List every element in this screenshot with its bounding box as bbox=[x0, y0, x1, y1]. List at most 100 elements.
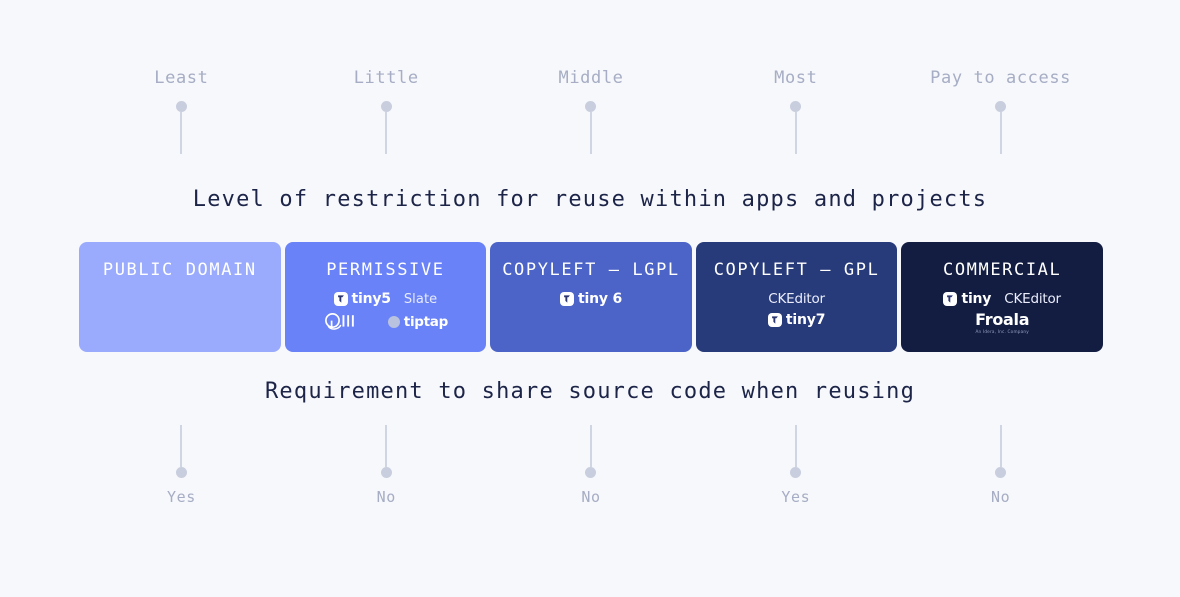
tiny-logo-icon bbox=[943, 292, 958, 306]
bottom-scale-cell: Yes bbox=[79, 425, 284, 506]
license-box[interactable]: COPYLEFT — LGPL tiny 6 bbox=[490, 242, 692, 352]
pin-stem-icon bbox=[589, 425, 592, 467]
top-scale-label: Most bbox=[774, 68, 818, 88]
license-box-title: COMMERCIAL bbox=[942, 260, 1062, 280]
tiptap-dot-icon bbox=[387, 315, 400, 328]
pin-stem-icon bbox=[180, 112, 183, 154]
product-logo[interactable]: tiny bbox=[943, 291, 991, 307]
top-scale-label: Pay to access bbox=[930, 68, 1072, 88]
tiny-logo-icon bbox=[767, 313, 782, 327]
bottom-scale-row: Yes No No Yes No bbox=[79, 425, 1103, 506]
bottom-scale-cell: Yes bbox=[693, 425, 898, 506]
top-scale-cell: Little bbox=[284, 68, 489, 154]
pin-dot-icon bbox=[585, 101, 597, 112]
bottom-scale-label: No bbox=[376, 488, 396, 506]
scale-pin-icon bbox=[790, 425, 802, 478]
product-logo[interactable]: tiny7 bbox=[767, 312, 826, 328]
license-box[interactable]: PERMISSIVE tiny5 SlateQuill tiptap bbox=[284, 242, 487, 352]
tiny-logo-icon bbox=[333, 292, 348, 306]
product-logo-label: Froala bbox=[975, 310, 1030, 329]
scale-pin-icon bbox=[380, 425, 392, 478]
product-logo-row: tiny CKEditor bbox=[943, 291, 1061, 307]
scale-pin-icon bbox=[175, 101, 187, 154]
pin-dot-icon bbox=[175, 101, 187, 112]
bottom-scale-label: No bbox=[990, 488, 1011, 506]
license-box-title: COPYLEFT — LGPL bbox=[502, 260, 680, 280]
license-box-title: COPYLEFT — GPL bbox=[713, 260, 880, 280]
pin-stem-icon bbox=[385, 112, 388, 154]
pin-dot-icon bbox=[585, 467, 597, 478]
pin-stem-icon bbox=[794, 425, 797, 467]
top-scale-cell: Middle bbox=[489, 68, 694, 154]
top-scale-label: Little bbox=[353, 68, 419, 88]
product-logo-row: CKEditor bbox=[768, 291, 825, 307]
product-logo-label: tiny bbox=[961, 291, 992, 307]
bottom-scale-label: Yes bbox=[781, 488, 811, 506]
scale-pin-icon bbox=[585, 101, 597, 154]
product-logo-label: CKEditor bbox=[1004, 291, 1061, 307]
product-logo-label: tiny 6 bbox=[577, 291, 622, 307]
product-logo-label: tiny7 bbox=[785, 312, 826, 328]
top-scale-label: Least bbox=[154, 68, 209, 88]
pin-stem-icon bbox=[999, 112, 1002, 154]
product-logo[interactable]: tiny 6 bbox=[559, 291, 622, 307]
bottom-scale-label: No bbox=[581, 488, 601, 506]
product-logo[interactable]: tiny5 bbox=[333, 291, 392, 307]
license-box-title: PUBLIC DOMAIN bbox=[102, 260, 257, 280]
product-logo-list: CKEditor tiny7 bbox=[696, 291, 898, 328]
license-box[interactable]: PUBLIC DOMAIN bbox=[79, 242, 281, 352]
scale-pin-icon bbox=[995, 101, 1007, 154]
lower-caption: Requirement to share source code when re… bbox=[264, 379, 916, 404]
pin-dot-icon bbox=[790, 467, 802, 478]
pin-stem-icon bbox=[794, 112, 797, 154]
pin-dot-icon bbox=[790, 101, 802, 112]
quill-logo-icon bbox=[323, 312, 375, 331]
product-logo-row: Quill tiptap bbox=[323, 312, 448, 331]
product-logo-row: tiny 6 bbox=[559, 291, 622, 307]
scale-pin-icon bbox=[175, 425, 187, 478]
scale-pin-icon bbox=[380, 101, 392, 154]
pin-dot-icon bbox=[995, 101, 1007, 112]
product-logo-row: tiny5 Slate bbox=[333, 291, 438, 307]
pin-dot-icon bbox=[175, 467, 187, 478]
product-logo-sublabel: An Idera, Inc. Company bbox=[975, 329, 1029, 334]
product-logo[interactable]: tiptap bbox=[387, 313, 448, 330]
product-logo-label: tiny5 bbox=[351, 291, 392, 307]
upper-caption: Level of restriction for reuse within ap… bbox=[192, 187, 988, 212]
license-boxes: PUBLIC DOMAINPERMISSIVEtiny5SlateQuillti… bbox=[79, 242, 1103, 352]
pin-dot-icon bbox=[380, 467, 392, 478]
product-logo[interactable]: Quill bbox=[323, 312, 375, 331]
bottom-scale-cell: No bbox=[489, 425, 694, 506]
product-logo-list: tiny5 SlateQuill tiptap bbox=[285, 291, 487, 331]
scale-pin-icon bbox=[790, 101, 802, 154]
product-logo[interactable]: Slate bbox=[404, 292, 437, 307]
top-scale-cell: Least bbox=[79, 68, 284, 154]
top-scale-row: Least Little Middle Most Pay to access bbox=[79, 68, 1103, 154]
pin-dot-icon bbox=[380, 101, 392, 112]
license-box-title: PERMISSIVE bbox=[326, 260, 445, 280]
pin-stem-icon bbox=[385, 425, 388, 467]
top-scale-cell: Pay to access bbox=[898, 68, 1103, 154]
product-logo-label: Slate bbox=[403, 291, 438, 307]
bottom-scale-label: Yes bbox=[166, 488, 196, 506]
pin-stem-icon bbox=[589, 112, 592, 154]
license-box[interactable]: COPYLEFT — GPL CKEditor tiny7 bbox=[695, 242, 898, 352]
scale-pin-icon bbox=[995, 425, 1007, 478]
scale-pin-icon bbox=[585, 425, 597, 478]
product-logo[interactable]: CKEditor bbox=[1004, 291, 1061, 307]
top-scale-cell: Most bbox=[693, 68, 898, 154]
tiny-logo-icon bbox=[559, 292, 574, 306]
bottom-scale-cell: No bbox=[898, 425, 1103, 506]
product-logo[interactable]: CKEditor bbox=[768, 291, 825, 307]
product-logo-list: tiny 6 bbox=[490, 291, 692, 307]
product-logo-label: tiptap bbox=[403, 313, 448, 330]
product-logo-row: tiny7 bbox=[767, 312, 826, 328]
top-scale-label: Middle bbox=[558, 68, 624, 88]
pin-stem-icon bbox=[180, 425, 183, 467]
